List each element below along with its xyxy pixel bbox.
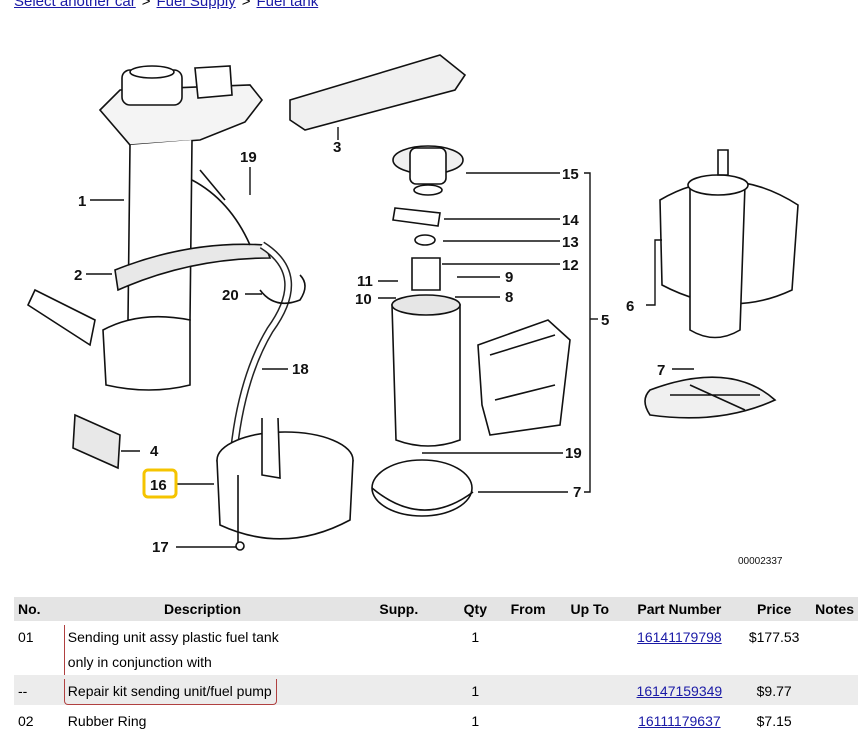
callout-label[interactable]: 10 [355,291,372,308]
row-description-line: Rubber Ring [67,713,147,729]
row-no: 02 [18,713,34,729]
row-from [498,675,559,705]
row-part-number: 16111179637 [622,705,738,734]
col-notes: Notes [811,597,858,621]
strainer-drawing [289,54,467,131]
callout-label[interactable]: 19 [565,445,582,462]
row-supp [345,621,452,675]
callout-16-label[interactable]: 16 [150,477,167,494]
part-number-link[interactable]: 16111179637 [638,713,721,729]
row-notes [811,675,858,705]
callout-label[interactable]: 20 [222,287,239,304]
callout-label[interactable]: 3 [333,139,341,156]
breadcrumb-separator: > [141,0,151,10]
callout-label[interactable]: 6 [626,298,634,315]
callout-label[interactable]: 13 [562,234,579,251]
callout-label[interactable]: 17 [152,539,169,556]
callout-label[interactable]: 18 [292,361,309,378]
row-supp [345,675,453,705]
row-price: $9.77 [737,675,812,705]
breadcrumb-select-car-link[interactable]: Select another car [14,0,136,10]
callout-label[interactable]: 4 [150,443,159,460]
callout-label[interactable]: 12 [562,257,579,274]
callout-label[interactable]: 19 [240,149,257,166]
row-description: Rubber Ring [60,705,345,734]
row-part-number: 16147159349 [621,675,738,705]
callout-label[interactable]: 7 [573,484,581,501]
breadcrumb-fuel-supply-link[interactable]: Fuel Supply [156,0,236,10]
callout-label[interactable]: 5 [601,312,609,329]
col-supp: Supp. [345,597,453,621]
row-description-line: Sending unit assy plastic fuel tank [67,629,279,645]
row-upto [558,621,622,675]
callout-label[interactable]: 7 [657,362,665,379]
row-description-line: only in conjunction with [67,654,212,670]
callout-16-highlight [142,468,178,499]
row-upto [558,675,622,705]
row-price: $7.15 [756,713,792,729]
breadcrumb-fuel-tank-link[interactable]: Fuel tank [256,0,319,10]
row-qty: 1 [452,675,499,705]
row-description: Repair kit sending unit/fuel pump [59,675,346,705]
row-from [498,621,558,675]
row-qty: 1 [471,629,480,645]
row-from [498,705,558,734]
row-no: 01 [18,629,34,645]
breadcrumb-separator: > [241,0,251,10]
part-number-link[interactable]: 16147159349 [636,683,723,699]
row-supp [345,705,452,734]
row-upto [558,705,622,734]
table-row: -- Repair kit sending unit/fuel pump 1 1… [14,675,858,705]
callout-label[interactable]: 2 [74,267,82,284]
sending-unit-drawing [26,65,272,391]
col-no: No. [14,597,60,621]
col-description: Description [59,597,346,621]
callout-label[interactable]: 11 [357,273,373,290]
row-price: $177.53 [748,629,800,645]
col-from: From [498,597,559,621]
table-header-row: No. Description Supp. Qty From Up To Par… [14,597,858,621]
col-part-number: Part Number [621,597,738,621]
col-qty: Qty [452,597,499,621]
callout-label[interactable]: 1 [78,193,86,210]
fuel-pump-drawing [371,145,474,517]
callout-label[interactable]: 9 [505,269,513,286]
row-qty: 1 [471,713,480,729]
row-part-number: 16141179798 [622,621,738,675]
breadcrumb: Select another car > Fuel Supply > Fuel tank [14,0,318,10]
callout-label[interactable]: 15 [562,166,579,183]
part-number-link[interactable]: 16141179798 [637,629,722,645]
table-row: 02 Rubber Ring 1 16111179637 $7.15 [14,705,858,734]
catalog-number: 00002337 [738,556,783,567]
callout-label[interactable]: 14 [562,212,579,229]
row-notes [811,621,858,675]
col-price: Price [737,597,812,621]
pump-assembly-drawing [659,149,799,339]
reservoir-drawing [216,417,354,551]
parts-table: No. Description Supp. Qty From Up To Par… [14,597,858,734]
row-description: Sending unit assy plastic fuel tank only … [60,621,345,675]
col-upto: Up To [558,597,622,621]
row-notes [811,705,858,734]
row-no: -- [14,675,60,705]
callout-label[interactable]: 8 [505,289,513,306]
parts-diagram: 1 2 3 4 5 6 7 7 8 9 10 11 12 13 14 15 16… [26,54,799,567]
row-description-line: Repair kit sending unit/fuel pump [63,679,277,705]
table-row: 01 Sending unit assy plastic fuel tank on… [14,621,858,675]
